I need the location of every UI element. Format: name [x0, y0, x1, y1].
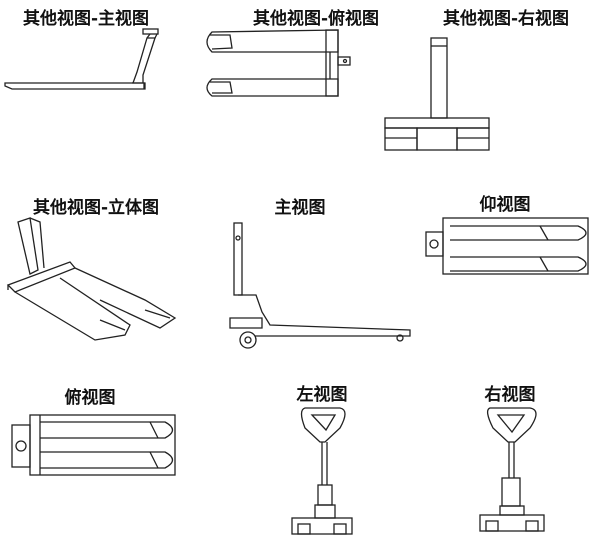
drawing-right — [479, 407, 545, 532]
label-right: 右视图 — [484, 385, 536, 405]
label-front: 主视图 — [274, 198, 326, 218]
label-bottom: 仰视图 — [479, 195, 531, 215]
drawing-top — [11, 414, 176, 476]
drawing-other-right — [384, 37, 490, 151]
drawing-other-top — [206, 29, 351, 97]
label-top: 俯视图 — [64, 388, 116, 408]
drawing-other-front — [4, 28, 159, 90]
drawing-front — [229, 222, 411, 349]
label-other-iso: 其他视图-立体图 — [32, 198, 160, 218]
label-other-front: 其他视图-主视图 — [22, 9, 150, 29]
drawing-bottom — [425, 217, 589, 275]
label-other-top: 其他视图-俯视图 — [252, 9, 380, 29]
drawing-other-iso — [6, 217, 177, 341]
label-other-right: 其他视图-右视图 — [442, 9, 570, 29]
label-left: 左视图 — [296, 385, 348, 405]
drawing-left — [291, 407, 353, 535]
